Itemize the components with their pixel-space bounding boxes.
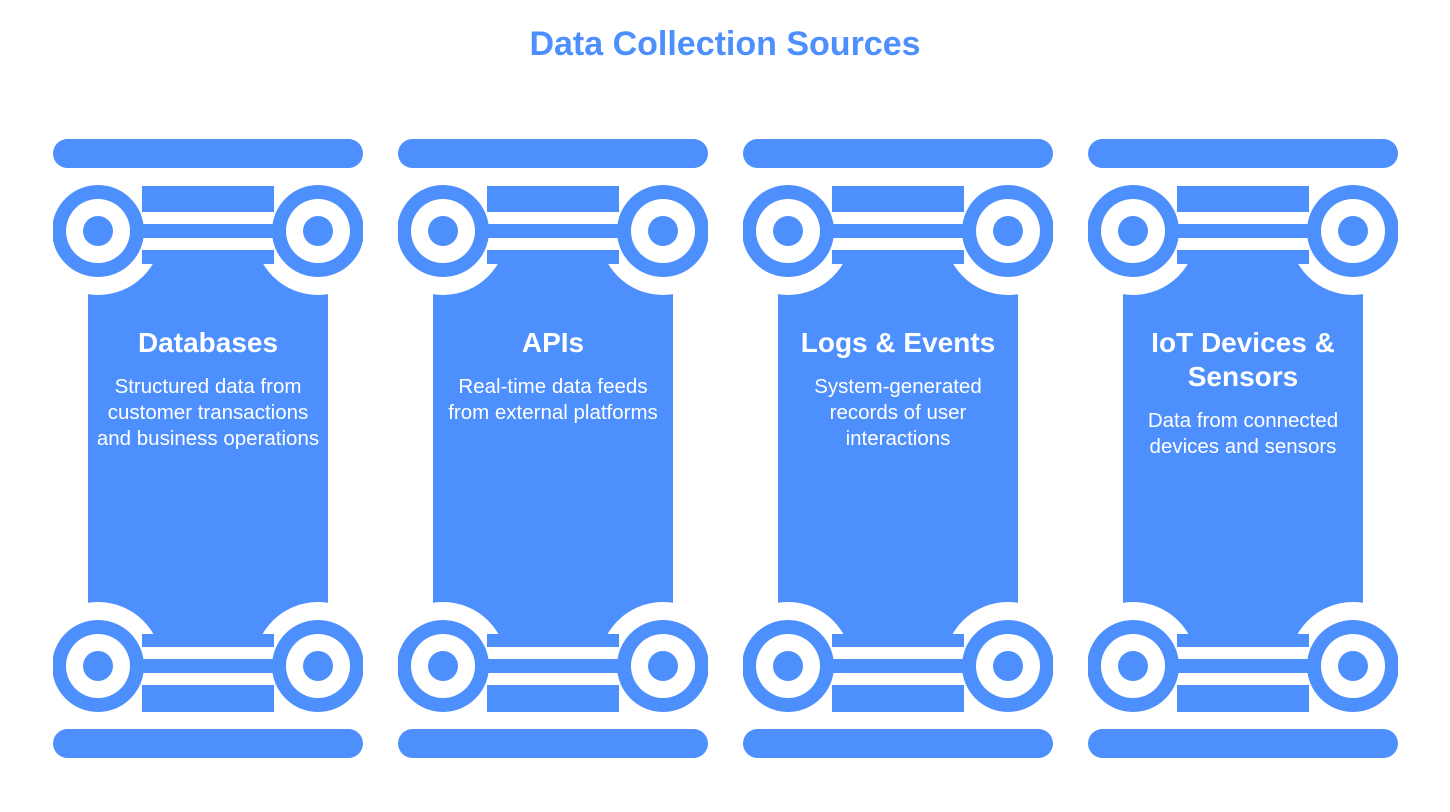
pillar-iot-devices-sensors: IoT Devices & Sensors Data from connecte… bbox=[1088, 0, 1398, 812]
pillar-frame bbox=[398, 139, 708, 758]
abacus-bottom bbox=[53, 729, 363, 758]
pillar-content: IoT Devices & Sensors Data from connecte… bbox=[1123, 326, 1363, 460]
column-shaft bbox=[778, 262, 1018, 642]
capital-bottom-band-lower bbox=[487, 673, 619, 685]
capital-top-block bbox=[1177, 186, 1309, 264]
capital-top-band-upper bbox=[1177, 212, 1309, 224]
capital-top-scroll-eye-left bbox=[83, 216, 113, 246]
capital-bottom-scroll-eye-left bbox=[773, 651, 803, 681]
capital-top-band-lower bbox=[832, 238, 964, 250]
abacus-top bbox=[398, 139, 708, 168]
pillar-content: Logs & Events System-generated records o… bbox=[778, 326, 1018, 452]
capital-bottom-band-lower bbox=[1177, 673, 1309, 685]
pillar-frame bbox=[743, 139, 1053, 758]
capital-bottom-band-lower bbox=[142, 673, 274, 685]
capital-top-scroll-eye-left bbox=[1118, 216, 1148, 246]
capital-top-scroll-eye-left bbox=[773, 216, 803, 246]
pillar-content: APIs Real-time data feeds from external … bbox=[433, 326, 673, 426]
capital-bottom-scroll-eye-left bbox=[428, 651, 458, 681]
pillar-apis: APIs Real-time data feeds from external … bbox=[398, 0, 708, 812]
pillar-description: Data from connected devices and sensors bbox=[1147, 409, 1339, 458]
capital-top-band-upper bbox=[142, 212, 274, 224]
capital-bottom-scroll-eye-right bbox=[648, 651, 678, 681]
pillar-description: Real-time data feeds from external platf… bbox=[448, 375, 658, 424]
pillar-heading: APIs bbox=[521, 327, 585, 358]
column-shaft bbox=[1123, 262, 1363, 642]
abacus-bottom bbox=[743, 729, 1053, 758]
pillar-heading: IoT Devices & Sensors bbox=[1151, 327, 1335, 392]
capital-bottom-band-upper bbox=[832, 647, 964, 659]
capital-top-scroll-eye-right bbox=[303, 216, 333, 246]
pillar-databases: Databases Structured data from customer … bbox=[53, 0, 363, 812]
pillar-heading: Databases bbox=[137, 327, 279, 358]
capital-bottom-scroll-eye-left bbox=[83, 651, 113, 681]
capital-top-block bbox=[832, 186, 964, 264]
pillar-heading: Logs & Events bbox=[800, 327, 996, 358]
abacus-top bbox=[53, 139, 363, 168]
capital-bottom-scroll-eye-right bbox=[303, 651, 333, 681]
capital-top-band-upper bbox=[832, 212, 964, 224]
capital-top-band-lower bbox=[1177, 238, 1309, 250]
pillar-description: Structured data from customer transactio… bbox=[96, 375, 320, 450]
capital-bottom-scroll-eye-left bbox=[1118, 651, 1148, 681]
abacus-bottom bbox=[398, 729, 708, 758]
capital-top-block bbox=[142, 186, 274, 264]
page-title: Data Collection Sources bbox=[529, 25, 921, 63]
capital-top-band-lower bbox=[487, 238, 619, 250]
capital-bottom-band-upper bbox=[487, 647, 619, 659]
capital-top-scroll-eye-left bbox=[428, 216, 458, 246]
capital-top-band-upper bbox=[487, 212, 619, 224]
capital-top-band-lower bbox=[142, 238, 274, 250]
pillar-description: System-generated records of user interac… bbox=[814, 375, 982, 450]
capital-bottom-band-upper bbox=[142, 647, 274, 659]
capital-top-scroll-eye-right bbox=[1338, 216, 1368, 246]
abacus-top bbox=[1088, 139, 1398, 168]
pillar-frame bbox=[53, 139, 363, 758]
capital-bottom-scroll-eye-right bbox=[993, 651, 1023, 681]
abacus-bottom bbox=[1088, 729, 1398, 758]
capital-bottom-band-upper bbox=[1177, 647, 1309, 659]
column-shaft bbox=[433, 262, 673, 642]
capital-top-scroll-eye-right bbox=[648, 216, 678, 246]
pillar-frame bbox=[1088, 139, 1398, 758]
capital-bottom-scroll-eye-right bbox=[1338, 651, 1368, 681]
pillar-logs-events: Logs & Events System-generated records o… bbox=[743, 0, 1053, 812]
column-shaft bbox=[88, 262, 328, 642]
abacus-top bbox=[743, 139, 1053, 168]
capital-top-scroll-eye-right bbox=[993, 216, 1023, 246]
capital-bottom-band-lower bbox=[832, 673, 964, 685]
pillar-content: Databases Structured data from customer … bbox=[88, 326, 328, 452]
capital-top-block bbox=[487, 186, 619, 264]
